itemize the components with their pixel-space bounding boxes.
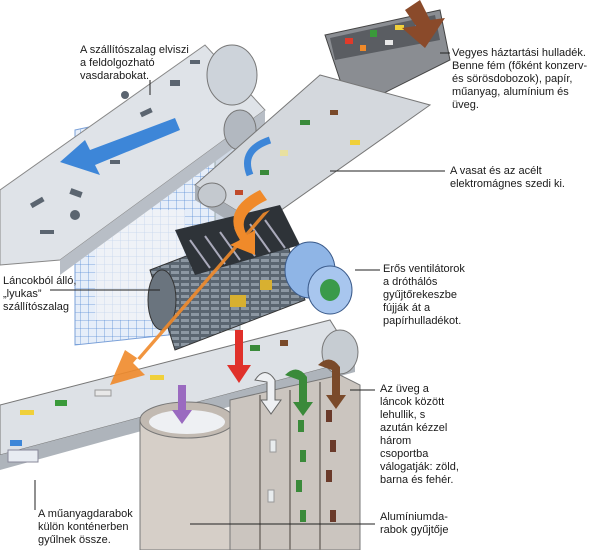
label-line: Benne fém (főként konzerv- bbox=[452, 60, 588, 72]
label-line: műanyag, alumínium és bbox=[452, 86, 569, 98]
label-line: elektromágnes szedi ki. bbox=[450, 178, 565, 190]
label-line: és sörösdobozok), papír, bbox=[452, 73, 573, 85]
flow-arrows bbox=[110, 190, 346, 424]
label-line: láncok között bbox=[380, 396, 445, 408]
label-line: Vegyes háztartási hulladék. bbox=[452, 47, 586, 59]
label-line: szállítószalag bbox=[3, 301, 70, 313]
label-line: fújják át a bbox=[383, 302, 431, 314]
aluminium-container bbox=[139, 401, 236, 550]
label-line: válogatják: zöld, bbox=[380, 461, 459, 473]
label-line: gyűjtőrekeszbe bbox=[383, 289, 457, 301]
label-line: azután kézzel bbox=[380, 422, 448, 434]
chain-conveyor-belt bbox=[147, 205, 306, 351]
label-fans: Erős ventilátorok a dróthálós gyűjtőreke… bbox=[383, 263, 465, 328]
label-line: „lyukas” bbox=[3, 288, 42, 300]
label-line: üveg. bbox=[452, 99, 479, 111]
label-line: három bbox=[380, 435, 412, 447]
label-line: a dróthálós bbox=[383, 276, 438, 288]
label-mixed-waste: Vegyes háztartási hulladék. Benne fém (f… bbox=[452, 47, 600, 112]
leader-lines bbox=[34, 52, 450, 525]
label-line: lehullik, s bbox=[380, 409, 426, 421]
label-chain-belt: Láncokból álló, „lyukas” szállítószalag bbox=[3, 275, 76, 314]
label-line: Erős ventilátorok bbox=[383, 263, 465, 275]
label-line: A szállítószalag elviszi bbox=[80, 44, 189, 56]
label-line: a feldolgozható bbox=[80, 57, 155, 69]
label-aluminium: Alumíniumda- rabok gyűjtője bbox=[380, 511, 449, 537]
label-line: vasdarabokat. bbox=[80, 70, 150, 82]
label-line: Alumíniumda- bbox=[380, 511, 448, 523]
label-line: gyűlnek össze. bbox=[38, 534, 111, 546]
label-line: csoportba bbox=[380, 448, 429, 460]
label-line: A műanyagdarabok bbox=[38, 508, 133, 520]
magnet-conveyor-belt bbox=[0, 44, 266, 275]
label-plastic: A műanyagdarabok külön konténerben gyűln… bbox=[38, 508, 133, 547]
label-line: papírhulladékot. bbox=[383, 315, 462, 327]
label-line: Az üveg a bbox=[380, 383, 429, 395]
label-line: barna és fehér. bbox=[380, 474, 454, 486]
label-line: Láncokból álló, bbox=[3, 275, 77, 287]
fan-units bbox=[284, 241, 353, 315]
label-glass: Az üveg a láncok között lehullik, s azut… bbox=[380, 383, 459, 487]
label-line: külön konténerben bbox=[38, 521, 129, 533]
label-magnet-belt: A szállítószalag elviszi a feldolgozható… bbox=[80, 44, 189, 83]
label-line: rabok gyűjtője bbox=[380, 524, 449, 536]
glass-sorting-columns bbox=[229, 374, 361, 550]
label-magnet: A vasat és az acélt elektromágnes szedi … bbox=[450, 165, 565, 191]
label-line: A vasat és az acélt bbox=[450, 165, 542, 177]
